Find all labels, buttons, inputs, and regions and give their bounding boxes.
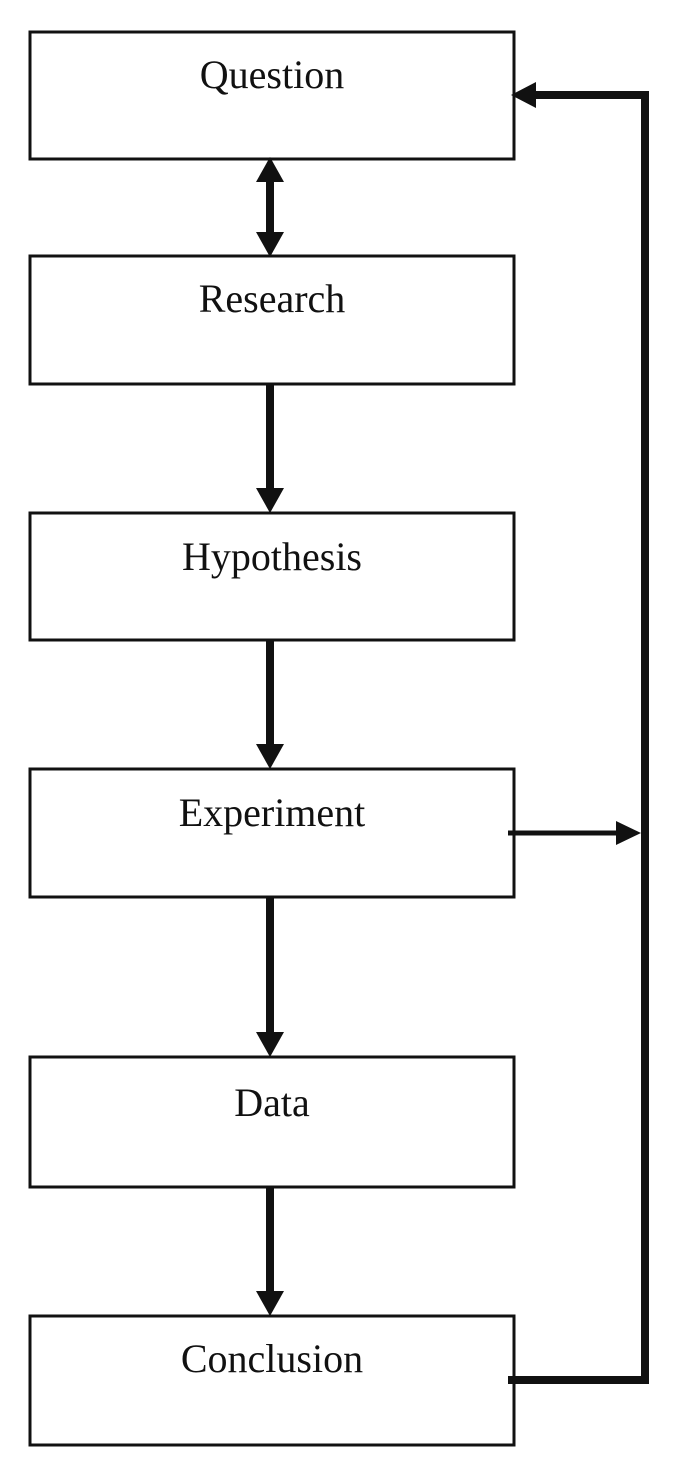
node-question: Question — [28, 30, 516, 161]
node-experiment: Experiment — [28, 767, 516, 899]
node-hypothesis-label: Hypothesis — [182, 534, 362, 579]
arrowhead-down-icon — [256, 1032, 284, 1057]
edge-hypothesis-experiment — [256, 640, 284, 769]
arrowhead-right-icon — [616, 821, 641, 845]
arrowhead-left-icon — [511, 82, 536, 108]
edge-question-research — [256, 157, 284, 257]
node-research: Research — [28, 254, 516, 386]
arrowhead-up-icon — [256, 157, 284, 182]
arrowhead-down-icon — [256, 744, 284, 769]
edge-conclusion-question-loop — [508, 82, 649, 1384]
arrowhead-down-icon — [256, 232, 284, 257]
node-data-label: Data — [234, 1080, 310, 1125]
edge-experiment-data — [256, 897, 284, 1057]
edge-research-hypothesis — [256, 384, 284, 513]
arrowhead-down-icon — [256, 1291, 284, 1316]
edge-experiment-loop — [508, 821, 641, 845]
node-hypothesis: Hypothesis — [28, 511, 516, 642]
node-conclusion: Conclusion — [28, 1314, 516, 1447]
node-experiment-label: Experiment — [179, 790, 366, 835]
node-conclusion-label: Conclusion — [181, 1336, 363, 1381]
edge-data-conclusion — [256, 1187, 284, 1316]
arrowhead-down-icon — [256, 488, 284, 513]
node-data: Data — [28, 1055, 516, 1189]
node-question-label: Question — [200, 52, 344, 97]
node-research-label: Research — [199, 276, 346, 321]
